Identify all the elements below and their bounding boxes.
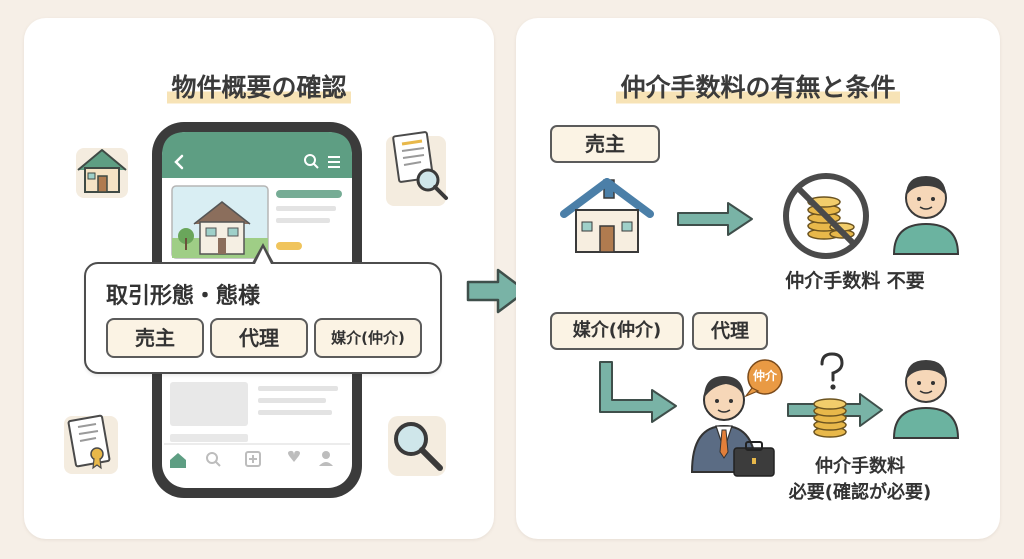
elbow-arrow-icon	[599, 361, 677, 423]
transaction-type-popup: 取引形態・態様 売主 代理 媒介(仲介)	[84, 262, 442, 374]
house-icon	[76, 148, 128, 198]
center-arrow-icon	[466, 268, 528, 314]
real-estate-agent-icon	[690, 376, 775, 477]
option-brokerage: 媒介(仲介)	[314, 318, 422, 358]
agent-case-label: 代理	[692, 312, 768, 350]
option-agent: 代理	[210, 318, 308, 358]
brokerage-result-line2: 必要(確認が必要)	[788, 482, 932, 503]
buyer-person-icon	[892, 360, 960, 439]
brokerage-case-label: 媒介(仲介)	[550, 312, 684, 350]
contract-document-icon	[64, 414, 118, 474]
speech-bubble-text: 仲介	[752, 369, 777, 383]
no-fee-coins-icon	[783, 173, 869, 259]
house-icon	[560, 178, 654, 253]
seller-case-label: 売主	[550, 125, 660, 163]
document-search-icon	[386, 131, 448, 206]
brokerage-result-line1: 仲介手数料	[815, 456, 905, 477]
popup-pointer-inner	[255, 248, 271, 264]
speech-bubble-icon	[744, 359, 783, 398]
seller-case-result: 仲介手数料 不要	[785, 270, 925, 292]
left-panel-title: 物件概要の確認	[24, 68, 494, 106]
option-seller: 売主	[106, 318, 204, 358]
buyer-person-icon	[892, 176, 960, 255]
right-panel-title: 仲介手数料の有無と条件	[516, 68, 1000, 106]
magnifier-icon	[388, 416, 446, 476]
fee-coins-arrow-icon	[787, 352, 883, 438]
popup-title: 取引形態・態様	[106, 284, 261, 309]
arrow-right-icon	[677, 202, 753, 236]
